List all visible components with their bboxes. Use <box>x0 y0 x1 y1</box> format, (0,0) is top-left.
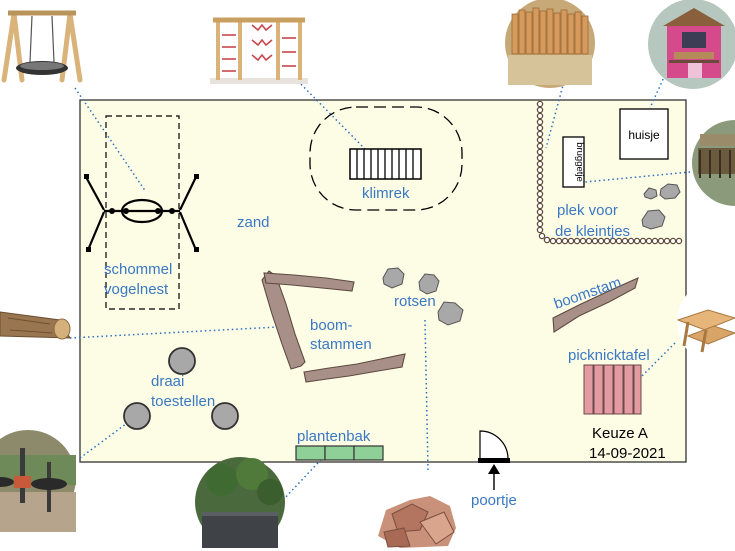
gate <box>478 430 510 490</box>
spinner-seats <box>123 347 239 430</box>
toddler-rocks <box>641 183 681 230</box>
tree-logs <box>261 270 406 383</box>
spinners-label-2: toestellen <box>151 393 215 410</box>
tree-log-photo <box>0 311 71 340</box>
picnic-table-photo <box>676 279 735 365</box>
bridge-label: bruggetje <box>574 142 585 182</box>
planter-box-photo <box>195 457 285 548</box>
planter-box <box>295 445 384 461</box>
gate-label: poortje <box>471 492 517 509</box>
logs-label-1: boom- <box>310 317 353 334</box>
log-stumps-photo <box>505 0 595 88</box>
wooden-bridge-photo <box>692 120 735 206</box>
spinners-label-1: draai <box>151 373 184 390</box>
hut-label: huisje <box>628 128 660 142</box>
tree-trunk <box>552 277 639 333</box>
stamp-title: Keuze A <box>592 425 648 442</box>
spinner-seats-photo <box>0 430 76 532</box>
climbing-frame <box>309 106 463 211</box>
sand-label: zand <box>237 214 270 231</box>
stamp-date: 14-09-2021 <box>589 445 666 462</box>
climbing-frame-label: klimrek <box>362 185 410 202</box>
leader-lines <box>69 64 691 501</box>
picnic-table-label: picknicktafel <box>568 347 650 364</box>
play-hut-photo <box>648 0 735 89</box>
planter-label: plantenbak <box>297 428 371 445</box>
bird-nest-swing <box>84 115 199 310</box>
rocks <box>382 267 464 326</box>
toddler-area-fence <box>536 100 683 245</box>
swing-label-2: vogelnest <box>104 281 169 298</box>
toddler-area-label-1: plek voor <box>557 202 618 219</box>
logs-label-2: stammen <box>310 336 372 353</box>
play-hut: huisje <box>619 108 669 160</box>
picnic-table <box>583 364 642 415</box>
plan-stamp: Keuze A 14-09-2021 <box>589 425 666 462</box>
bird-nest-swing-photo <box>0 0 87 87</box>
toddler-area-label-2: de kleintjes <box>555 223 630 240</box>
wooden-bridge: bruggetje <box>562 136 585 188</box>
rocks-photo <box>378 496 456 548</box>
swing-label-1: schommel <box>104 261 172 278</box>
climbing-frame-photo <box>210 0 310 97</box>
rocks-label: rotsen <box>394 293 436 310</box>
